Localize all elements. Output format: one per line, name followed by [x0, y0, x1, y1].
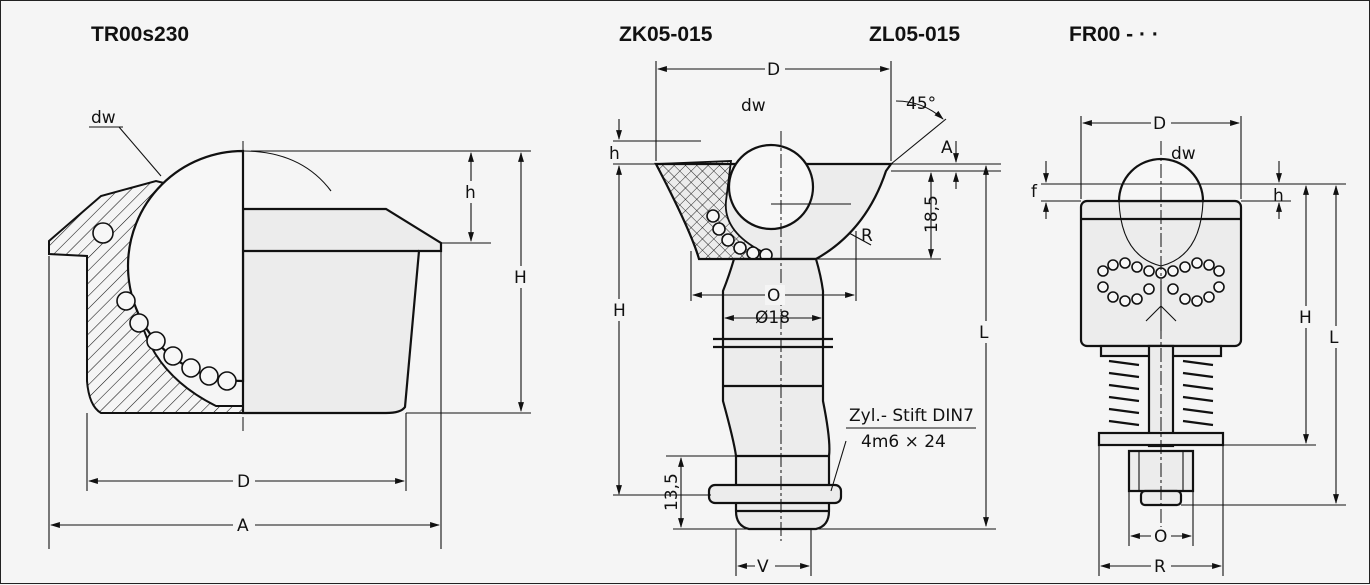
title-tr00s230: TR00s230 [91, 23, 190, 46]
tr-label-A: A [237, 516, 249, 536]
zk-ball [727, 143, 815, 231]
title-zk05-015: ZK05-015 [619, 23, 713, 46]
fr-label-h: h [1273, 186, 1284, 206]
fr-label-O: O [1154, 527, 1167, 547]
zk-label-13-5: 13,5 [662, 473, 682, 511]
title-fr00: FR00 - · · [1069, 23, 1159, 46]
zk-label-phi18: Ø18 [755, 308, 790, 328]
tr-support-balls [116, 291, 237, 391]
zk-label-H: H [613, 301, 626, 321]
tr-seal-ball [92, 222, 114, 244]
drawing-tr00s230: dw h H D A [48, 108, 531, 549]
zk-label-45deg: 45° [906, 94, 936, 114]
fr-label-L: L [1329, 328, 1339, 348]
zk-cylinder-pin [707, 483, 843, 505]
tr-label-h: h [465, 183, 476, 203]
zk-pin-spec-line1: Zyl.- Stift DIN7 [849, 406, 974, 426]
fr-label-D: D [1153, 114, 1166, 134]
fr-label-f: f [1031, 182, 1038, 202]
zk-pin-spec-line2: 4m6 × 24 [861, 432, 946, 452]
fr-label-H: H [1299, 308, 1312, 328]
zk-label-dw: dw [741, 96, 766, 116]
zk-label-A: A [941, 138, 953, 158]
drawing-fr00: D dw f h H L O R [1031, 113, 1346, 577]
fr-ball [1117, 157, 1205, 203]
tr-label-dw: dw [91, 108, 116, 128]
zk-label-L: L [979, 323, 989, 343]
zk-label-18-5: 18,5 [922, 195, 942, 233]
tr-label-D: D [237, 472, 250, 492]
title-zl05-015: ZL05-015 [869, 23, 961, 46]
fr-label-dw: dw [1171, 144, 1196, 164]
zk-label-h: h [609, 144, 620, 164]
fr-label-R: R [1154, 557, 1166, 577]
zk-label-V: V [757, 557, 769, 577]
zk-label-D: D [767, 60, 780, 80]
tr-label-H: H [514, 268, 527, 288]
zk-label-O: O [767, 286, 780, 306]
tr-housing-right [241, 207, 443, 415]
zk-label-R: R [861, 226, 873, 246]
drawing-zk05-015: dw D 45° h A R O Ø18 H L V 18,5 13,5 Zyl… [609, 59, 1001, 577]
